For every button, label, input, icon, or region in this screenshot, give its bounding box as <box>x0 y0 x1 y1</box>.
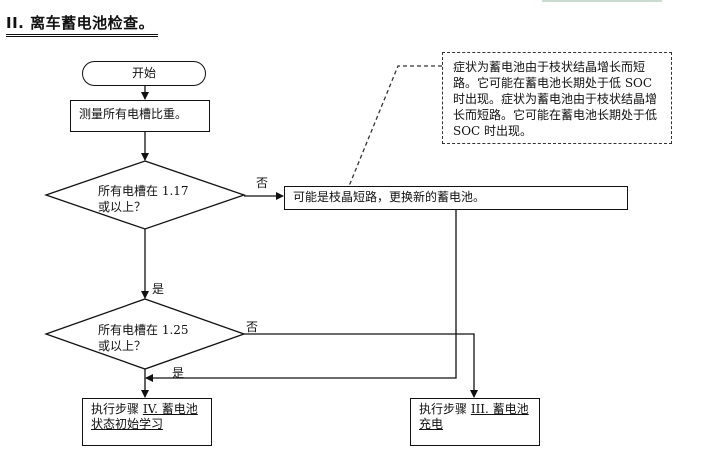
edge-replace-step4 <box>145 210 457 382</box>
note-line-4: 长而短路。它可能在蓄电池长期处于低 <box>453 108 658 122</box>
note-line-5: SOC 时出现。 <box>453 124 533 138</box>
symptom-note: 症状为蓄电池由于枝状结晶增长而短 路。它可能在蓄电池长期处于低 SOC 时出现。… <box>442 52 672 144</box>
decision1-line2: 或以上？ <box>98 200 147 214</box>
decision2-line1: 所有电槽在 1.25 <box>98 323 189 337</box>
start-node: 开始 <box>82 61 206 86</box>
label-yes-1: 是 <box>152 282 165 296</box>
step3-link-line2[interactable]: 充电 <box>419 417 444 431</box>
title-underline-2 <box>6 36 158 37</box>
section-title: II. 离车蓄电池检查。 <box>6 14 155 32</box>
step3-prefix: 执行步骤 <box>419 402 471 416</box>
decision1-text: 所有电槽在 1.17 或以上？ <box>98 183 208 215</box>
decision2-text: 所有电槽在 1.25 或以上？ <box>98 322 208 354</box>
replace-battery-node: 可能是枝晶短路，更换新的蓄电池。 <box>284 186 628 210</box>
step3-node[interactable]: 执行步骤 III. 蓄电池 充电 <box>410 398 540 446</box>
label-no-2: 否 <box>246 320 259 334</box>
step4-node[interactable]: 执行步骤 IV. 蓄电池 状态初始学习 <box>82 398 212 446</box>
step3-link[interactable]: III. 蓄电池 <box>470 402 529 416</box>
measure-node: 测量所有电槽比重。 <box>70 100 210 132</box>
note-line-3: 时出现。症状为蓄电池由于枝状结晶增 <box>453 92 658 106</box>
step4-prefix: 执行步骤 <box>91 402 143 416</box>
step4-link[interactable]: IV. 蓄电池 <box>142 402 198 416</box>
note-line-1: 症状为蓄电池由于枝状结晶增长而短 <box>453 60 646 74</box>
decision1-line1: 所有电槽在 1.17 <box>98 184 189 198</box>
title-underline <box>6 34 158 35</box>
label-yes-2: 是 <box>172 366 185 380</box>
note-line-2: 路。它可能在蓄电池长期处于低 SOC <box>453 76 653 90</box>
step4-link-line2[interactable]: 状态初始学习 <box>91 417 164 431</box>
top-edge-strip <box>542 0 662 2</box>
note-leader-line <box>344 65 442 197</box>
decision2-line2: 或以上？ <box>98 339 147 353</box>
label-no-1: 否 <box>256 176 269 190</box>
edge-decision2-step3 <box>244 333 478 398</box>
